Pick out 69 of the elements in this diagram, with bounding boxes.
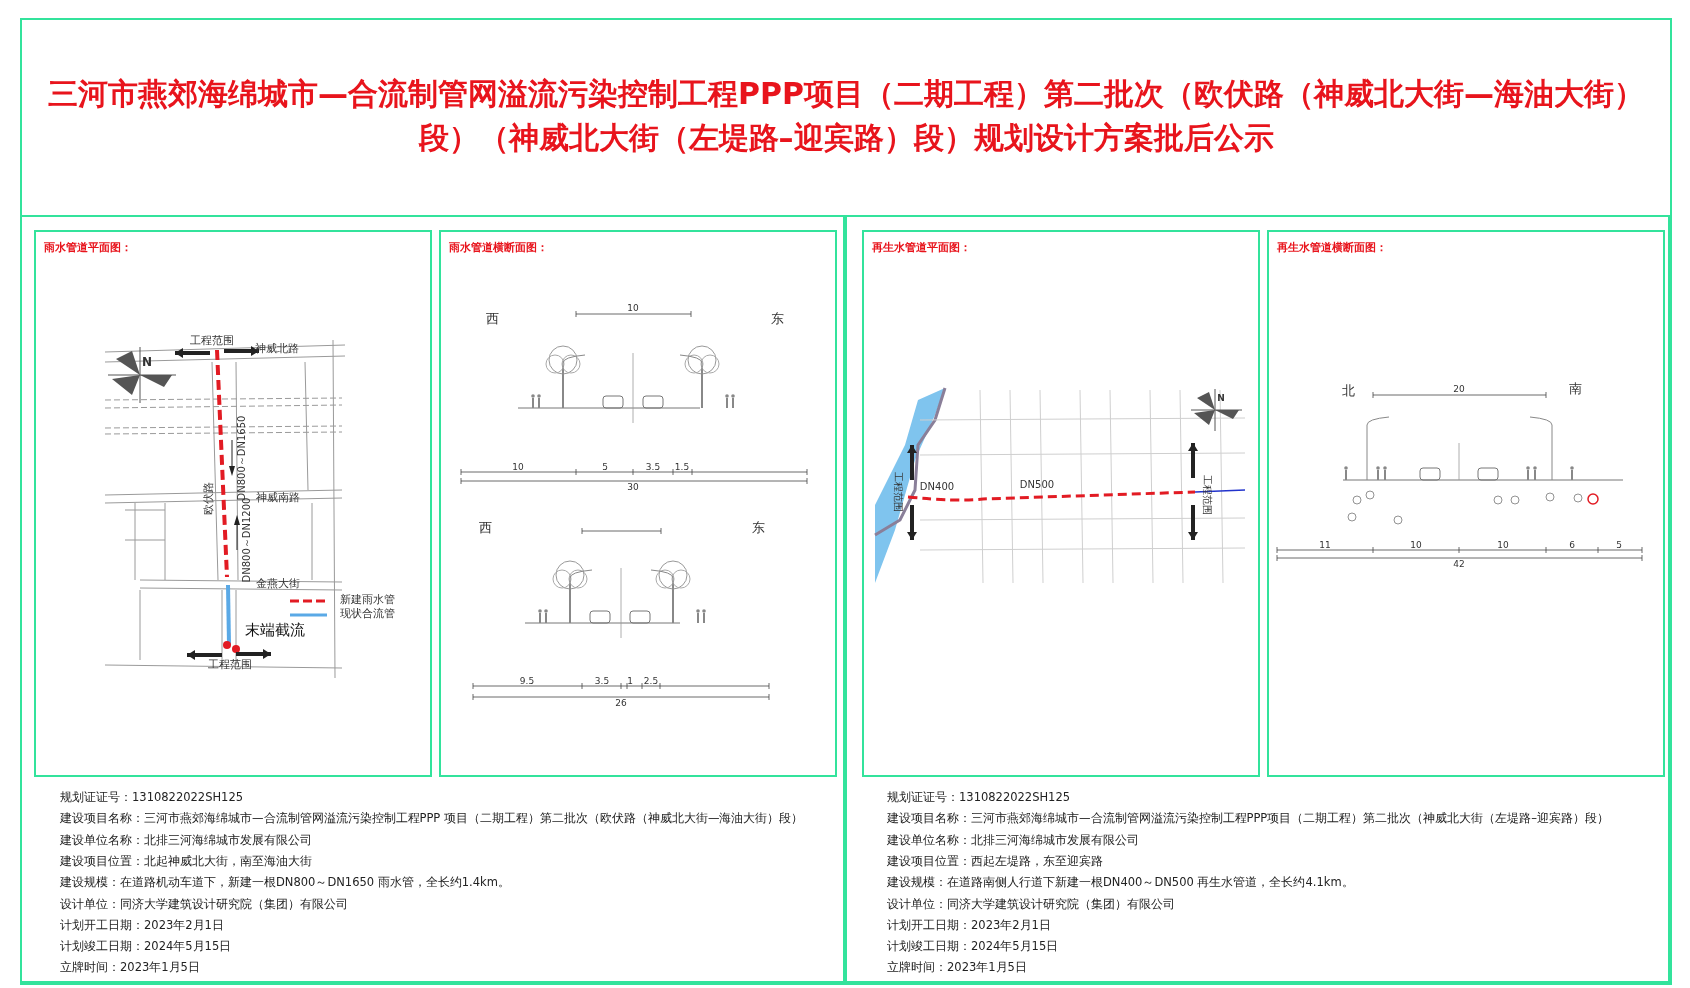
dimension-label: 3.5 <box>645 462 661 472</box>
road-name: 欧伏路 <box>202 481 214 515</box>
direction-label: 西 <box>478 520 492 534</box>
dimension-label: 1 <box>627 676 633 686</box>
direction-label: 南 <box>1568 381 1582 395</box>
pipe-size-label: DN500 <box>1019 480 1055 490</box>
north-label: N <box>142 356 152 368</box>
dimension-label: 9.5 <box>519 676 535 686</box>
dimension-label: 10 <box>512 462 524 472</box>
pipe-size-label: DN800～DN1200 <box>242 497 252 583</box>
info-line: 立牌时间：2023年1月5日 <box>60 960 200 976</box>
dimension-label: 20 <box>1453 384 1465 394</box>
info-line: 建设项目位置：西起左堤路，东至迎宾路 <box>887 853 1103 869</box>
dimension-label: 42 <box>1453 559 1465 569</box>
road-name: 神威北路 <box>255 342 299 354</box>
info-line: 立牌时间：2023年1月5日 <box>887 960 1027 976</box>
info-line: 建设规模：在道路南侧人行道下新建一根DN400～DN500 再生水管道，全长约4.1km。 <box>887 875 1354 891</box>
panel-heading: 雨水管道平面图： <box>44 240 132 255</box>
dimension-label: 5 <box>1616 540 1622 550</box>
info-line: 建设项目位置：北起神威北大街，南至海油大街 <box>60 853 312 869</box>
page-title: 三河市燕郊海绵城市—合流制管网溢流污染控制工程PPP项目（二期工程）第二批次（欧伏路（神威北大街—海油大街）段）（神威北大街（左堤路–迎宾路）段）规划设计方案批后公示 <box>47 75 1645 157</box>
info-line: 计划竣工日期：2024年5月15日 <box>887 939 1059 955</box>
legend-label: 现状合流管 <box>340 608 395 619</box>
info-line: 规划证证号：1310822022SH125 <box>887 790 1071 805</box>
panel-heading: 再生水管道横断面图： <box>1277 240 1387 255</box>
info-section <box>20 215 845 983</box>
info-line: 设计单位：同济大学建筑设计研究院（集团）有限公司 <box>60 896 348 912</box>
map-label: 工程范围 <box>893 472 903 512</box>
info-line: 设计单位：同济大学建筑设计研究院（集团）有限公司 <box>887 896 1175 912</box>
dimension-label: 26 <box>615 698 627 708</box>
drawing-panel <box>1267 230 1665 777</box>
drawing-panel <box>34 230 432 777</box>
info-section <box>845 215 1670 983</box>
info-line: 计划竣工日期：2024年5月15日 <box>60 939 232 955</box>
dimension-label: 6 <box>1569 540 1575 550</box>
direction-label: 北 <box>1341 383 1355 397</box>
road-name: 金燕大街 <box>256 577 300 589</box>
north-label: N <box>1217 393 1225 403</box>
info-line: 计划开工日期：2023年2月1日 <box>887 917 1051 933</box>
pipe-size-label: DN400 <box>919 482 955 492</box>
drawing-panel <box>439 230 837 777</box>
map-label: 工程范围 <box>208 658 252 670</box>
dimension-label: 5 <box>602 462 608 472</box>
dimension-label: 10 <box>627 303 639 313</box>
dimension-label: 3.5 <box>594 676 610 686</box>
dimension-label: 10 <box>1497 540 1509 550</box>
dimension-label: 30 <box>627 482 639 492</box>
panel-heading: 雨水管道横断面图： <box>449 240 548 255</box>
drawing-panel <box>862 230 1260 777</box>
map-label: 末端截流 <box>245 622 305 638</box>
road-name: 神威南路 <box>256 491 300 503</box>
panel-heading: 再生水管道平面图： <box>872 240 971 255</box>
dimension-label: 2.5 <box>643 676 659 686</box>
map-label: 工程范围 <box>190 334 234 346</box>
direction-label: 东 <box>751 520 765 534</box>
info-line: 规划证证号：1310822022SH125 <box>60 790 244 805</box>
info-line: 建设单位名称：北排三河海绵城市发展有限公司 <box>60 832 312 848</box>
info-line: 建设项目名称：三河市燕郊海绵城市—合流制管网溢流污染控制工程PPP项目（二期工程）第二批次（神威北大街（左堤路–迎宾路）段） <box>887 811 1610 827</box>
info-line: 计划开工日期：2023年2月1日 <box>60 917 224 933</box>
map-label: 工程范围 <box>1202 475 1212 515</box>
info-line: 建设单位名称：北排三河海绵城市发展有限公司 <box>887 832 1139 848</box>
legend-label: 新建雨水管 <box>340 594 395 605</box>
info-line: 建设项目名称：三河市燕郊海绵城市—合流制管网溢流污染控制工程PPP 项目（二期工程）第二批次（欧伏路（神威北大街—海油大街）段） <box>60 811 804 827</box>
dimension-label: 10 <box>1410 540 1422 550</box>
dimension-label: 11 <box>1319 540 1331 550</box>
dimension-label: 1.5 <box>674 462 690 472</box>
direction-label: 西 <box>485 311 499 325</box>
info-line: 建设规模：在道路机动车道下，新建一根DN800～DN1650 雨水管，全长约1.4km。 <box>60 875 510 891</box>
direction-label: 东 <box>770 311 784 325</box>
